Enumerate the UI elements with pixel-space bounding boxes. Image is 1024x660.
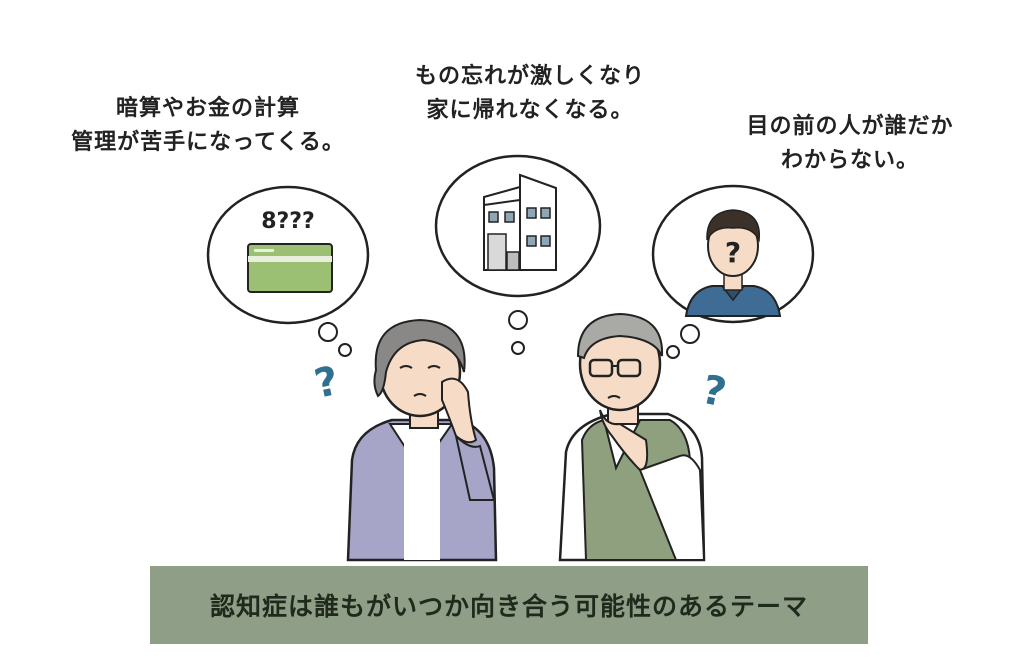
theme-banner: 認知症は誰もがいつか向き合う可能性のあるテーマ bbox=[150, 566, 868, 644]
caption-line: 暗算やお金の計算 bbox=[115, 96, 300, 121]
question-mark-icon: ? bbox=[725, 236, 741, 269]
elderly-woman-figure bbox=[346, 318, 498, 562]
caption-line: もの忘れが激しくなり bbox=[414, 64, 645, 89]
banner-text: 認知症は誰もがいつか向き合う可能性のあるテーマ bbox=[209, 592, 808, 621]
question-mark-icon: ? bbox=[311, 358, 343, 408]
elderly-man-figure bbox=[558, 312, 706, 562]
caption-line: 管理が苦手になってくる。 bbox=[71, 130, 345, 155]
thought-bubble-money: 8??? bbox=[206, 185, 370, 357]
caption-line: 目の前の人が誰だか bbox=[746, 114, 954, 139]
caption-line: わからない。 bbox=[780, 148, 919, 173]
caption-line: 家に帰れなくなる。 bbox=[426, 98, 634, 123]
caption-forgetfulness: もの忘れが激しくなり 家に帰れなくなる。 bbox=[360, 60, 700, 128]
question-mark-icon: ? bbox=[698, 367, 730, 417]
caption-calculation-difficulty: 暗算やお金の計算 管理が苦手になってくる。 bbox=[28, 92, 388, 160]
thought-bubble-house bbox=[434, 154, 602, 355]
caption-face-recognition: 目の前の人が誰だか わからない。 bbox=[700, 110, 1000, 178]
house-icon bbox=[483, 173, 557, 271]
bank-card-icon bbox=[247, 243, 333, 293]
calculation-digits: 8??? bbox=[261, 209, 315, 234]
thought-bubble-person: ? bbox=[651, 184, 815, 359]
unknown-person-icon: ? bbox=[684, 209, 782, 317]
